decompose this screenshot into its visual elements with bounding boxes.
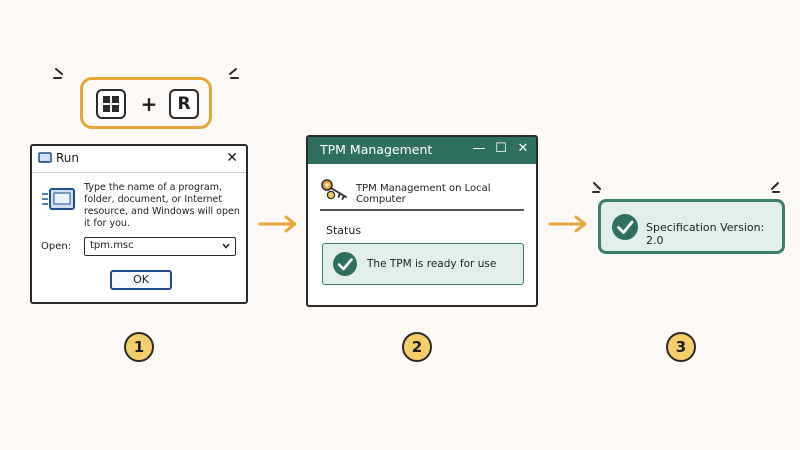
check-circle-icon	[612, 214, 638, 240]
step-number-1: 1	[124, 332, 154, 362]
divider	[320, 209, 524, 211]
open-input[interactable]: tpm.msc	[84, 237, 236, 256]
plus-sign: +	[140, 92, 158, 116]
run-description: Type the name of a program, folder, docu…	[84, 182, 240, 229]
step-number-2: 2	[402, 332, 432, 362]
run-program-icon	[42, 188, 75, 210]
run-titlebar: Run ✕	[32, 146, 246, 173]
close-button[interactable]: ✕	[517, 141, 529, 156]
minimize-button[interactable]: —	[472, 141, 486, 156]
arrow-right-icon	[548, 215, 587, 233]
ok-button[interactable]: OK	[110, 270, 172, 290]
tpm-management-window: TPM Management — ☐ ✕ TPM Management on L…	[306, 135, 538, 307]
status-box: The TPM is ready for use	[322, 243, 524, 285]
status-text: The TPM is ready for use	[367, 258, 497, 270]
tpm-titlebar: TPM Management — ☐ ✕	[308, 137, 536, 164]
chevron-down-icon[interactable]	[221, 240, 231, 252]
maximize-button[interactable]: ☐	[495, 141, 507, 156]
status-label: Status	[326, 224, 362, 237]
run-app-icon	[38, 152, 52, 163]
run-dialog: Run ✕ Type the name of a program, folder…	[30, 144, 248, 304]
step-number-3: 3	[666, 332, 696, 362]
run-title: Run	[56, 151, 80, 165]
spec-version-text: Specification Version: 2.0	[646, 221, 765, 247]
spec-version-badge: Specification Version: 2.0	[598, 199, 785, 254]
sparkle-right-icon	[771, 182, 780, 193]
open-label: Open:	[41, 241, 72, 252]
key-icon	[321, 179, 347, 200]
arrow-right-icon	[258, 215, 297, 233]
win-r-shortcut: + R	[80, 77, 212, 129]
tpm-heading: TPM Management on Local Computer	[356, 183, 491, 205]
sparkle-left-icon	[53, 68, 63, 79]
windows-logo-icon	[103, 96, 119, 112]
sparkle-left-icon	[592, 182, 601, 193]
sparkle-right-icon	[229, 68, 239, 79]
open-input-value: tpm.msc	[90, 240, 134, 251]
tpm-window-title: TPM Management	[320, 142, 433, 157]
r-key: R	[169, 89, 199, 119]
windows-key	[96, 89, 126, 119]
check-circle-icon	[333, 252, 357, 276]
run-close-button[interactable]: ✕	[226, 150, 238, 166]
